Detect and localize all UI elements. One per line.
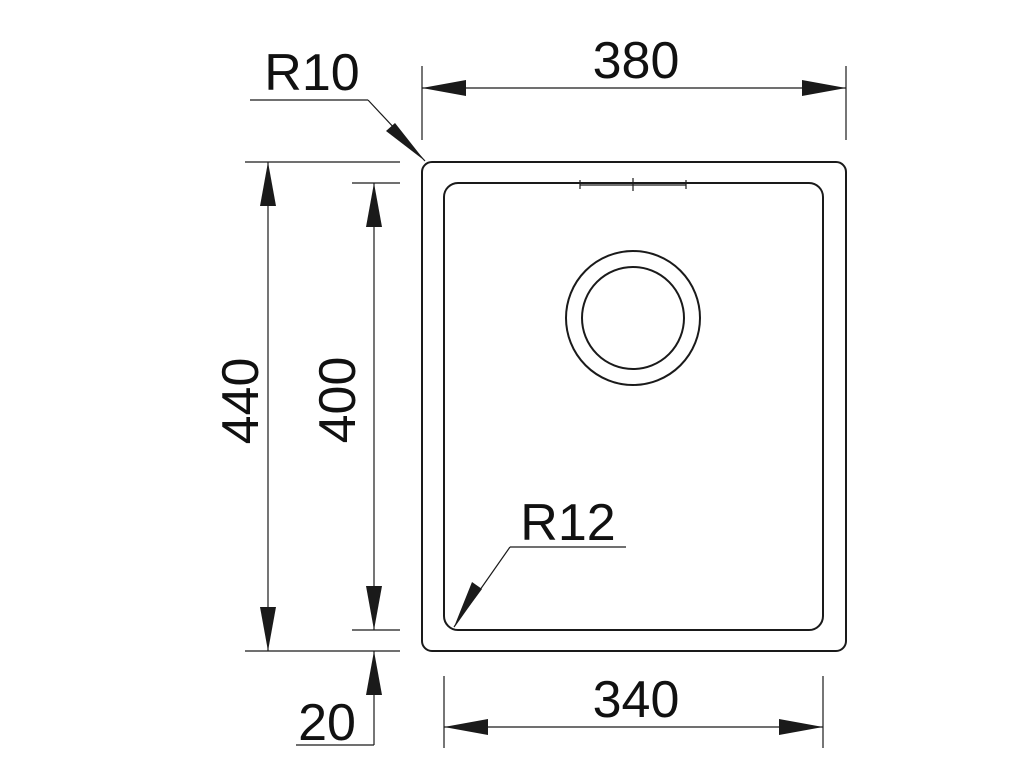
dimension-rim-offset: 20 <box>296 651 382 752</box>
drain-outer-ring <box>565 250 701 386</box>
radius-outer-label: R10 <box>264 44 359 102</box>
dimension-outer-height: 440 <box>212 161 400 652</box>
dimension-outer-width-label: 380 <box>593 32 680 90</box>
dimension-inner-width-label: 340 <box>593 671 680 729</box>
radius-inner-label: R12 <box>520 494 615 552</box>
radius-outer-callout: R10 <box>250 44 426 162</box>
center-tick-marks <box>579 178 687 191</box>
dimension-outer-width: 380 <box>421 32 847 140</box>
radius-inner-callout: R12 <box>453 494 626 628</box>
drain-inner-ring <box>581 266 685 370</box>
dimension-rim-offset-label: 20 <box>298 694 356 752</box>
dimension-inner-width: 340 <box>443 671 824 748</box>
dimension-outer-height-label: 440 <box>212 358 270 445</box>
dimension-inner-height: 400 <box>309 182 400 631</box>
sink-outer-outline <box>421 161 847 652</box>
dimension-inner-height-label: 400 <box>309 357 367 444</box>
